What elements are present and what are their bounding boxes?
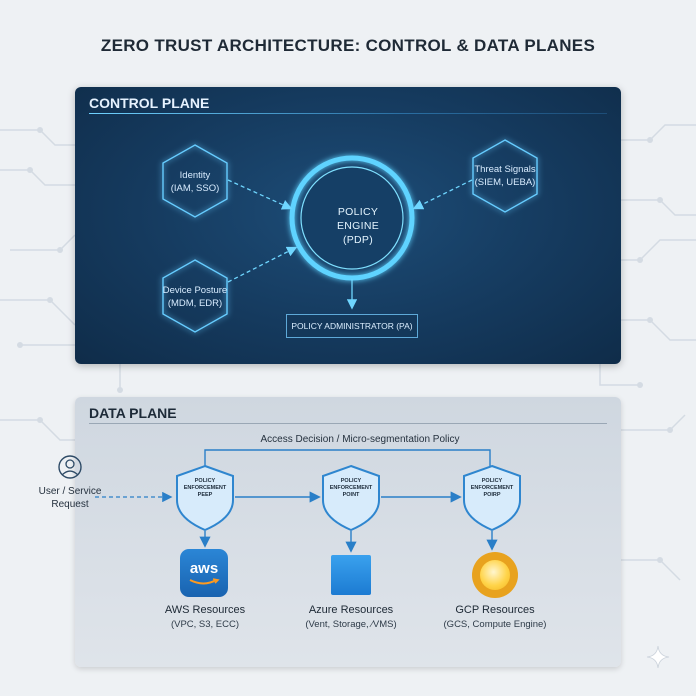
azure-icon [331,555,371,595]
user-label: User / Service [38,486,102,497]
threat-signals-node: Threat Signals (SIEM, UEBA) [460,163,550,189]
pep-1-label: POLICY ENFORCEMENT PEEP [175,478,235,499]
pep-shield-3 [463,464,521,532]
policy-engine-line1: POLICY [337,206,379,218]
access-decision-label: Access Decision / Micro-segmentation Pol… [260,434,460,445]
policy-engine-node: POLICY ENGINE (PDP) [313,205,403,247]
identity-to-pdp-arrow [227,179,293,210]
sparkle-icon [646,645,670,669]
threat-signals-sub-label: (SIEM, UEBA) [474,177,536,188]
identity-hexagon [162,144,228,218]
pep-3-label: POLICY ENFORCEMENT POIRP [462,478,522,499]
user-request-node: User / Service Request [30,485,110,511]
pep-1-line1: POLICY [194,478,216,484]
azure-resources-detail: (Vent, Storage, ⁄VMS) [305,619,397,630]
policy-engine-inner-ring [300,166,404,270]
user-icon [58,455,82,479]
pep-2-label: POLICY ENFORCEMENT POINT [321,478,381,499]
access-decision-bracket [204,449,491,470]
control-plane-title: CONTROL PLANE [89,95,210,111]
aws-icon: aws [180,549,228,597]
pep-shield-1 [176,464,234,532]
device-posture-hexagon [162,259,228,333]
policy-engine-line3: (PDP) [342,234,374,246]
policy-engine-line2: ENGINE [336,220,380,232]
aws-resources-label: AWS Resources [164,604,246,616]
gcp-icon-center [480,560,510,590]
threat-signals-hexagon [472,139,538,213]
threat-to-pdp-arrow [412,179,473,210]
identity-node: Identity (IAM, SSO) [150,169,240,195]
page-title: ZERO TRUST ARCHITECTURE: CONTROL & DATA … [100,36,596,55]
request-label: Request [51,499,89,510]
identity-sub-label: (IAM, SSO) [170,183,220,194]
aws-smile-icon [189,578,220,585]
data-plane-divider [89,423,607,424]
policy-engine-outer-ring [289,155,415,281]
device-posture-label: Device Posture [162,285,228,296]
azure-resources-label: Azure Resources [308,604,394,616]
gcp-resources-detail: (GCS, Compute Engine) [443,619,547,630]
data-plane-panel: DATA PLANE [75,397,621,667]
gcp-resources-label: GCP Resources [455,604,535,616]
pep-2-line2: ENFORCEMENT [329,485,373,491]
pep-1-line2: ENFORCEMENT [183,485,227,491]
device-posture-node: Device Posture (MDM, EDR) [150,284,240,310]
aws-resources-detail: (VPC, S3, ECC) [170,619,240,630]
pep-3-line2: ENFORCEMENT [470,485,514,491]
control-plane-divider [89,113,607,114]
pep-shield-2 [322,464,380,532]
pep-1-line3: PEEP [197,492,213,498]
device-posture-sub-label: (MDM, EDR) [167,298,223,309]
data-plane-title: DATA PLANE [89,405,177,421]
pep-3-line3: POIRP [483,492,501,498]
aws-icon-text: aws [189,560,219,577]
pep-3-line1: POLICY [481,478,503,484]
pep-2-line3: POINT [342,492,360,498]
threat-signals-label: Threat Signals [474,164,536,175]
identity-label: Identity [179,170,211,181]
device-to-pdp-arrow [227,246,298,283]
gcp-icon [472,552,518,598]
policy-administrator-box: POLICY ADMINISTRATOR (PA) [286,314,418,338]
pep-2-line1: POLICY [340,478,362,484]
